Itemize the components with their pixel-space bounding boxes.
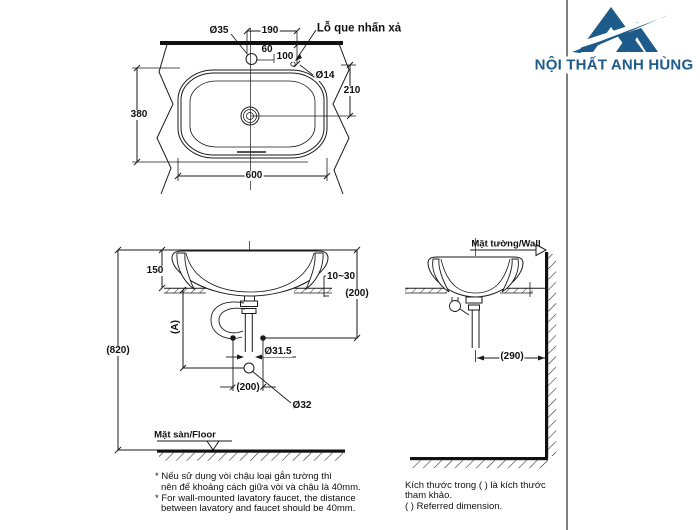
ref-note-vn-line1: Kích thước trong ( ) là kích thước [405,479,546,491]
dim-supply-offset-200: (200) [344,288,370,299]
dim-rim-height-150: 150 [145,265,165,276]
dim-height-A: (A) [170,319,181,335]
top-view-drawing [132,27,356,195]
ref-note-vn-line2: tham khảo. [405,490,452,501]
push-rod-hole-label: Lỗ que nhấn xả [316,22,402,35]
note-vn-line2: nên để khoảng cách giữa vòi và chậu là 4… [161,481,361,493]
ref-note-en: ( ) Referred dimension. [405,500,503,512]
dim-depth-380: 380 [129,109,149,120]
dim-total-height-820: (820) [105,345,131,356]
company-name: NỘI THẤT ANH HÙNG [533,56,695,74]
side-view-drawing [405,238,557,469]
dim-width-600: 600 [244,170,264,181]
dim-drain-diameter-32: Ø32 [291,400,313,411]
dim-width-190: 190 [260,25,280,36]
note-vn-line1: * Nếu sử dụng vòi chậu loại gắn tường th… [155,471,332,482]
note-en-line2: between lavatory and faucet should be 40… [161,503,356,514]
dim-depth-210: 210 [342,85,362,96]
dim-counter-thickness: 10~30 [325,271,357,282]
dim-pipe-diameter-31-5: Ø31.5 [263,346,293,357]
dim-faucet-hole-diameter: Ø35 [208,25,230,36]
dim-offset-100: 100 [275,51,295,62]
note-en-line1: * For wall-mounted lavatory faucet, the … [155,492,356,504]
anh-hung-logo-icon [569,7,668,53]
floor-label: Mặt sàn/Floor [154,429,216,441]
wall-label: Mặt tường/Wall [471,238,541,250]
dim-offset-60: 60 [260,44,274,55]
dim-push-hole-diameter: Ø14 [314,70,336,81]
dim-drain-offset-200: (200) [235,382,261,393]
dim-wall-offset-290: (290) [499,351,525,362]
